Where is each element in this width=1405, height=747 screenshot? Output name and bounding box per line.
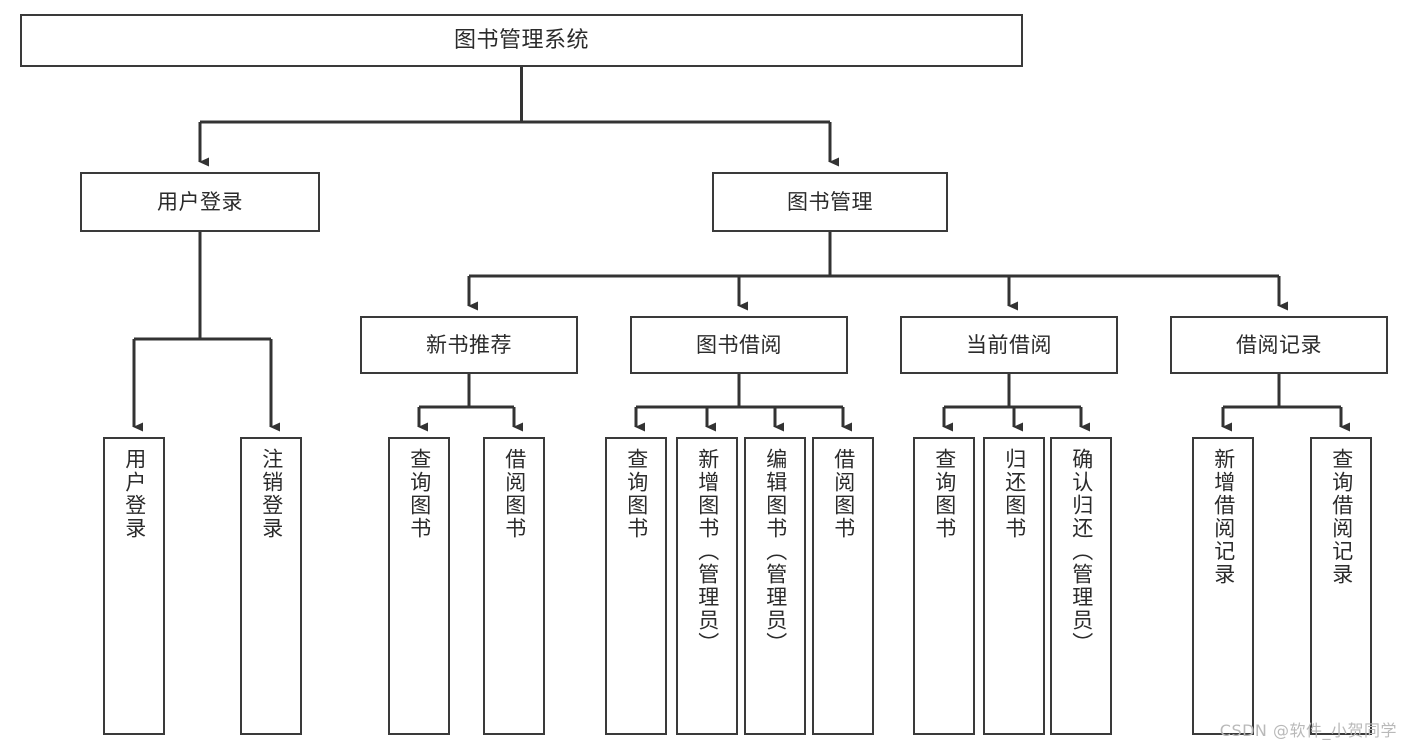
node-label-new-book-recommend: 新书推荐 [426,332,512,357]
node-label-leaf-borrow-book-new: 借阅图书 [502,448,527,540]
node-leaf-query-book-current[interactable]: 查询图书 [913,437,975,735]
node-book-borrow[interactable]: 图书借阅 [630,316,848,374]
node-label-user-login: 用户登录 [157,189,243,214]
node-label-leaf-query-book-new: 查询图书 [407,448,432,540]
node-leaf-add-borrow-record[interactable]: 新增借阅记录 [1192,437,1254,735]
node-label-borrow-record: 借阅记录 [1236,332,1322,357]
node-leaf-return-book[interactable]: 归还图书 [983,437,1045,735]
node-user-login[interactable]: 用户登录 [80,172,320,232]
node-leaf-query-borrow-record[interactable]: 查询借阅记录 [1310,437,1372,735]
node-borrow-record[interactable]: 借阅记录 [1170,316,1388,374]
node-label-leaf-confirm-return-admin: 确认归还（管理员） [1069,448,1094,655]
node-label-leaf-query-book-current: 查询图书 [932,448,957,540]
node-leaf-user-login[interactable]: 用户登录 [103,437,165,735]
node-label-leaf-query-borrow-record: 查询借阅记录 [1329,448,1354,586]
node-leaf-edit-book-admin[interactable]: 编辑图书（管理员） [744,437,806,735]
watermark-text: CSDN @软件_小贺同学 [1219,721,1397,740]
node-label-leaf-query-book-borrow: 查询图书 [624,448,649,540]
node-root[interactable]: 图书管理系统 [20,14,1023,67]
node-leaf-logout-login[interactable]: 注销登录 [240,437,302,735]
node-leaf-borrow-book[interactable]: 借阅图书 [812,437,874,735]
node-book-manage[interactable]: 图书管理 [712,172,948,232]
node-label-leaf-add-borrow-record: 新增借阅记录 [1211,448,1236,586]
node-label-book-manage: 图书管理 [787,189,873,214]
node-label-leaf-add-book-admin: 新增图书（管理员） [695,448,720,655]
node-label-leaf-edit-book-admin: 编辑图书（管理员） [763,448,788,655]
node-label-current-borrow: 当前借阅 [966,332,1052,357]
node-label-leaf-user-login: 用户登录 [122,448,147,540]
node-label-leaf-borrow-book: 借阅图书 [831,448,856,540]
node-label-leaf-logout-login: 注销登录 [259,448,284,540]
node-new-book-recommend[interactable]: 新书推荐 [360,316,578,374]
node-leaf-query-book-borrow[interactable]: 查询图书 [605,437,667,735]
node-label-book-borrow: 图书借阅 [696,332,782,357]
node-current-borrow[interactable]: 当前借阅 [900,316,1118,374]
node-leaf-borrow-book-new[interactable]: 借阅图书 [483,437,545,735]
node-label-root: 图书管理系统 [453,27,589,53]
node-leaf-query-book-new[interactable]: 查询图书 [388,437,450,735]
node-leaf-confirm-return-admin[interactable]: 确认归还（管理员） [1050,437,1112,735]
node-label-leaf-return-book: 归还图书 [1002,448,1027,540]
node-leaf-add-book-admin[interactable]: 新增图书（管理员） [676,437,738,735]
